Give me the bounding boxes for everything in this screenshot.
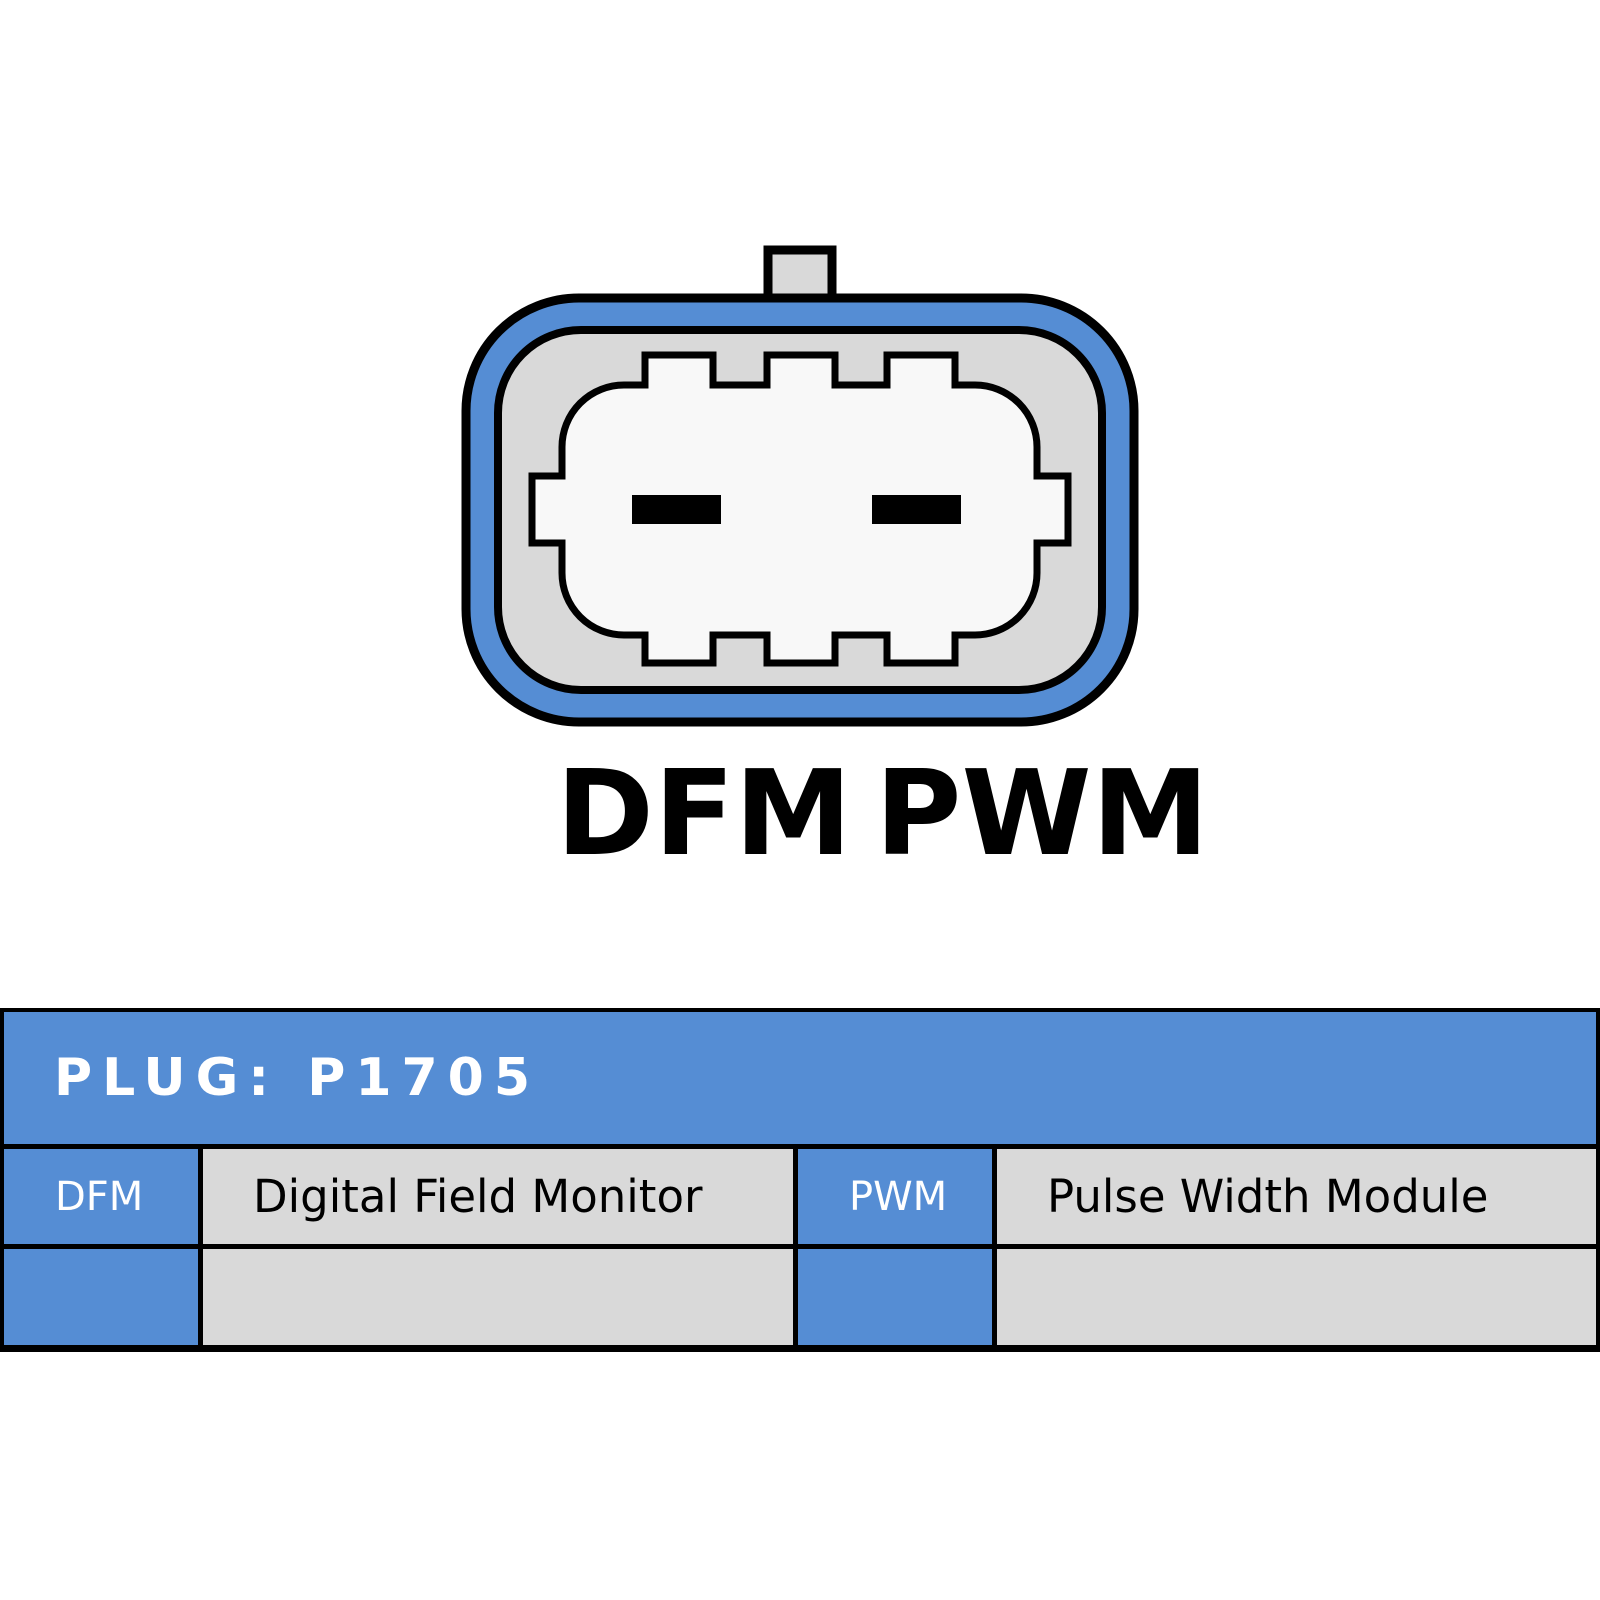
plug-header: PLUG: P1705 <box>4 1012 1596 1144</box>
plug-face <box>528 351 1072 667</box>
pin-description-cell <box>203 1249 793 1345</box>
pin-pwm <box>872 495 961 524</box>
pin-code-cell: DFM <box>4 1149 198 1244</box>
pin-table: PLUG: P1705 DFM Digital Field Monitor PW… <box>0 1008 1600 1352</box>
pin-label-dfm: DFM <box>556 744 852 882</box>
pin-description-cell: Pulse Width Module <box>997 1149 1596 1244</box>
plug-label: PLUG: <box>54 1048 280 1108</box>
pin-description-cell: Digital Field Monitor <box>203 1149 793 1244</box>
pin-code-cell: PWM <box>798 1149 992 1244</box>
pin-code-cell <box>4 1249 198 1345</box>
pin-code-cell <box>798 1249 992 1345</box>
plug-code: P1705 <box>307 1048 541 1108</box>
pin-dfm <box>632 495 721 524</box>
pin-description-cell <box>997 1249 1596 1345</box>
pin-label-pwm: PWM <box>875 744 1209 882</box>
connector-diagram: DFM PWM <box>461 245 1209 882</box>
